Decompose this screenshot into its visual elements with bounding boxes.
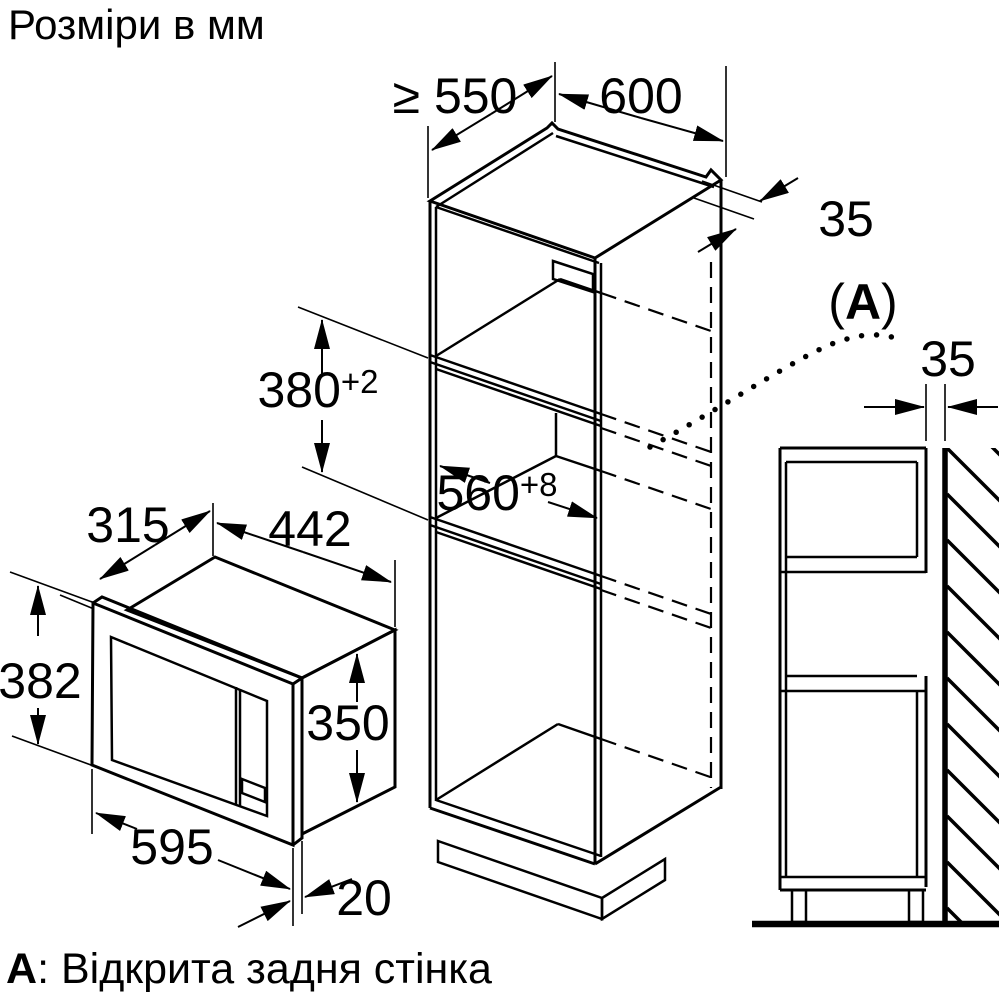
detail-a-label: (A): [828, 274, 897, 330]
dim-front-height-label: 382: [0, 653, 82, 709]
dimension-annotations: [9, 62, 998, 928]
dim-cabinet-width-label: 600: [599, 68, 682, 124]
detail-a-paren-open: (: [828, 274, 845, 330]
dim-niche-height-label: 380+2: [257, 362, 378, 418]
niche-height-value: 380: [257, 362, 340, 418]
dim-appliance-height-label: 350: [306, 695, 389, 751]
caption-marker: А: [6, 945, 37, 993]
page-title: Розміри в мм: [8, 1, 265, 48]
detail-a-paren-close: ): [881, 274, 898, 330]
dim-front-width-label: 595: [130, 819, 213, 875]
dim-appliance-width-label: 442: [268, 501, 351, 557]
dim-front-overhang-label: 20: [336, 870, 392, 926]
microwave-isometric-view: [90, 555, 399, 848]
dim-niche-width-label: 560+8: [436, 465, 557, 521]
caption-open-back-wall: А: Відкрита задня стінка: [6, 945, 492, 993]
wall-hatching: [752, 448, 999, 928]
niche-height-tolerance: +2: [341, 363, 379, 400]
side-section-view: [752, 446, 999, 928]
niche-width-tolerance: +8: [520, 466, 558, 503]
dim-appliance-depth-label: 315: [86, 497, 169, 553]
cabinet-hidden-lines: [600, 262, 717, 788]
detail-a-leader-dots: [647, 332, 897, 450]
dim-wall-clearance-label: 35: [920, 331, 976, 387]
niche-width-value: 560: [436, 465, 519, 521]
detail-a-letter: A: [845, 274, 881, 330]
cabinet-isometric-view: [426, 120, 724, 922]
caption-text: : Відкрита задня стінка: [37, 945, 492, 993]
cabinet-leg: [790, 888, 808, 924]
dim-cabinet-depth-label: ≥ 550: [393, 68, 518, 124]
cabinet-leg: [907, 888, 925, 924]
dim-rear-offset-label: 35: [818, 191, 874, 247]
